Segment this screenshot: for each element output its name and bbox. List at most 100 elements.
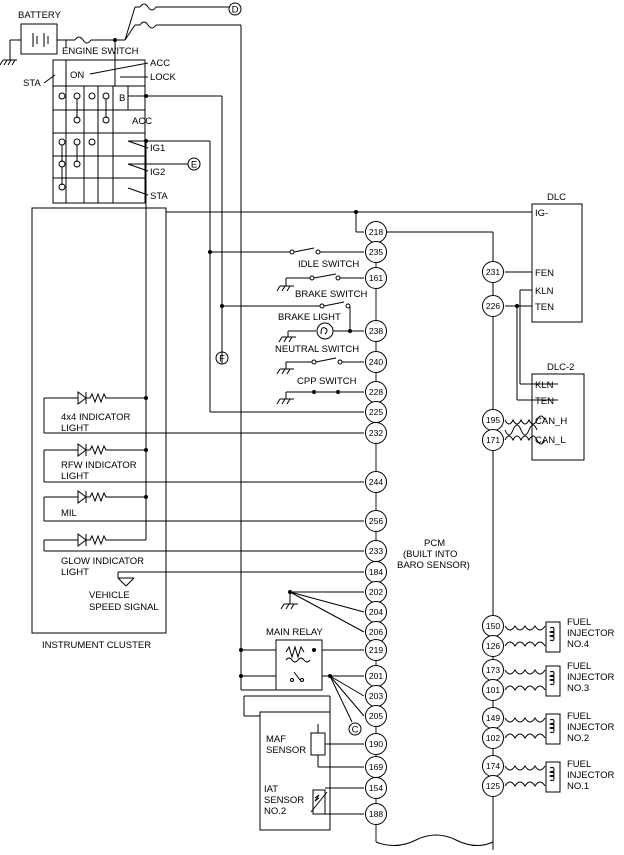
inj2-3: NO.2 [567, 733, 589, 744]
main-relay-label: MAIN RELAY [266, 627, 324, 638]
dlc-kln: KLN [535, 286, 554, 297]
pcm-pin-left-circle [365, 471, 387, 493]
pcm-pin-left-circle [365, 733, 387, 755]
ind-4x4-1: 4x4 INDICATOR [61, 412, 130, 423]
dlc2-ten: TEN [535, 396, 554, 407]
inj3-3: NO.3 [567, 683, 589, 694]
pcm-pin-right-circle [482, 775, 504, 797]
dlc2-box [531, 373, 585, 461]
pcm-pin-left-circle [365, 510, 387, 532]
pcm-pin-left-circle [365, 777, 387, 799]
pcm-pin-left-circle [365, 351, 387, 373]
inj4-2: INJECTOR [567, 628, 614, 639]
pcm-pin-right-label: 171 [486, 435, 500, 445]
inj4-1: FUEL [567, 617, 591, 628]
pcm-pin-right-label: 231 [486, 267, 500, 277]
pcm-pin-left-circle [365, 803, 387, 825]
pcm-pin-left-label: 233 [369, 546, 383, 556]
pcm-pin-right-label: 149 [486, 713, 500, 723]
switch-ig1: IG1 [150, 143, 165, 154]
pcm-pin-right-label: 174 [486, 761, 500, 771]
connector-d-label: D [232, 5, 239, 16]
dlc2-can-l: CAN_L [535, 435, 566, 446]
pcm-pin-right-label: 102 [486, 733, 500, 743]
pcm-pin-left-label: 203 [369, 691, 383, 701]
pcm-pin-left-label: 232 [369, 428, 383, 438]
connector-d [228, 2, 242, 16]
pcm-pin-right-circle [482, 635, 504, 657]
glow-2: LIGHT [61, 567, 89, 578]
indicator-rfw [43, 443, 148, 482]
pcm-pin-left-label: 205 [369, 711, 383, 721]
dlc2-can-h: CAN_H [535, 416, 567, 427]
pcm-pin-right-circle [482, 261, 504, 283]
maf-1: MAF [266, 734, 286, 745]
pcm-pin-left-label: 169 [369, 762, 383, 772]
switch-ig2: IG2 [150, 167, 165, 178]
ind-4x4-2: LIGHT [61, 423, 89, 434]
pcm-pins-left: 2182351612382402282252322442562331842022… [365, 221, 387, 825]
pcm-pin-left-label: 190 [369, 739, 383, 749]
pcm-pin-left-label: 184 [369, 567, 383, 577]
battery-label: BATTERY [18, 10, 62, 21]
battery [0, 23, 58, 66]
pcm-pin-left-label: 204 [369, 607, 383, 617]
pcm-pin-right-label: 125 [486, 781, 500, 791]
glow-1: GLOW INDICATOR [61, 556, 144, 567]
fuel-injector-1 [504, 761, 561, 793]
pcm-pin-left-label: 219 [369, 645, 383, 655]
maf-iat-box [259, 711, 331, 831]
instrument-cluster-label: INSTRUMENT CLUSTER [42, 640, 151, 651]
pcm-pin-left-circle [365, 705, 387, 727]
pcm-label-2: (BUILT INTO [403, 549, 457, 560]
indicator-glow [43, 533, 146, 551]
brake-switch-label: BRAKE SWITCH [295, 289, 367, 300]
pcm-pin-left-label: 154 [369, 783, 383, 793]
pcm-pin-left-label: 225 [369, 407, 383, 417]
pcm-pin-right-circle [482, 429, 504, 451]
pcm-pin-left-label: 235 [369, 247, 383, 257]
inj1-2: INJECTOR [567, 770, 614, 781]
main-relay-box [275, 639, 323, 691]
inj2-1: FUEL [567, 711, 591, 722]
pcm-pin-right-label: 126 [486, 641, 500, 651]
fuel-injector-4 [504, 621, 561, 653]
pcm-pin-right-label: 195 [486, 415, 500, 425]
cpp-switch-label: CPP SWITCH [297, 376, 357, 387]
switch-acc-top: ACC [150, 58, 170, 69]
maf-2: SENSOR [266, 745, 306, 756]
dlc-box [531, 203, 583, 323]
inj3-2: INJECTOR [567, 672, 614, 683]
switch-sta-left: STA [23, 78, 41, 89]
inj1-3: NO.1 [567, 781, 589, 792]
idle-switch-label: IDLE SWITCH [298, 259, 359, 270]
switch-sta: STA [150, 191, 168, 202]
fuel-injector-2 [504, 713, 561, 745]
indicator-mil [43, 490, 148, 521]
pcm-pin-right-label: 226 [486, 301, 500, 311]
connector-e-label: E [191, 160, 197, 171]
mil-label: MIL [61, 508, 77, 519]
engine-switch-grid [52, 59, 146, 204]
pcm-pin-left-label: 188 [369, 809, 383, 819]
switch-b: B [119, 93, 125, 104]
dlc-fen: FEN [535, 268, 554, 279]
rfw-2: LIGHT [61, 471, 89, 482]
fuel-injector-3 [504, 665, 561, 697]
pcm-pin-right-label: 173 [486, 665, 500, 675]
pcm-pin-right-circle [482, 679, 504, 701]
iat-1: IAT [264, 784, 278, 795]
pcm-pin-left-label: 240 [369, 357, 383, 367]
dlc2-label: DLC-2 [547, 362, 574, 373]
inj2-2: INJECTOR [567, 722, 614, 733]
pcm-pin-left-label: 201 [369, 671, 383, 681]
pcm-pin-right-label: 101 [486, 685, 500, 695]
pcm-label-1: PCM [424, 538, 445, 549]
dlc-ig: IG- [535, 208, 548, 219]
engine-switch-label: ENGINE SWITCH [62, 46, 139, 57]
brake-light-label: BRAKE LIGHT [278, 312, 341, 323]
pcm-pin-left-circle [365, 267, 387, 289]
pcm-pin-left-label: 228 [369, 387, 383, 397]
